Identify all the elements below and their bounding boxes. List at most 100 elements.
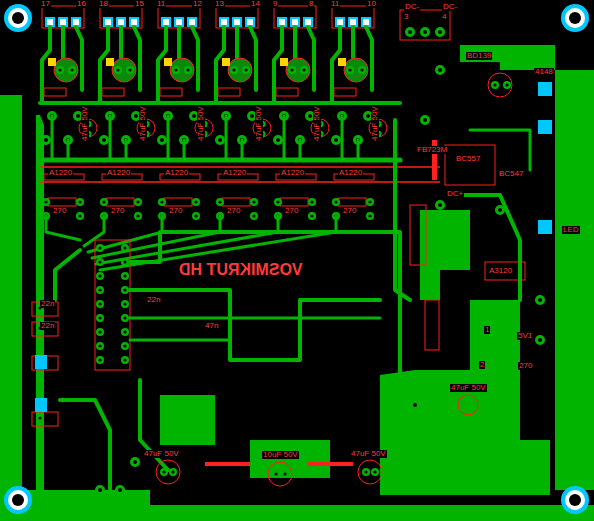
connector-pin — [221, 19, 227, 25]
drill-hole — [438, 30, 442, 34]
drill-hole — [98, 488, 102, 492]
solder-pad — [331, 135, 341, 145]
silk-label: 47uF 50V — [350, 450, 387, 458]
mounting-hole — [12, 12, 24, 24]
component-value: 47uF 50V — [371, 105, 379, 142]
capacitor-outline — [358, 460, 382, 484]
copper-trace — [395, 120, 410, 300]
solder-pad — [76, 212, 84, 220]
copper-trace — [40, 101, 400, 105]
solder-pad — [115, 485, 125, 495]
solder-pad — [121, 300, 129, 308]
connector-pin — [47, 19, 53, 25]
ground-pour — [460, 45, 555, 70]
connector-pin — [305, 19, 311, 25]
solder-pad — [41, 135, 51, 145]
copper-trace — [241, 140, 244, 160]
silk-outline — [32, 356, 58, 370]
polarity-mark — [222, 58, 230, 66]
solder-pad — [435, 65, 445, 75]
polarity-mark — [106, 58, 114, 66]
drill-hole — [250, 114, 254, 118]
connector-pin — [163, 19, 169, 25]
drill-hole — [98, 288, 101, 291]
copper-trace — [366, 27, 372, 90]
drill-hole — [408, 30, 412, 34]
solder-pad — [420, 115, 430, 125]
drill-hole — [123, 302, 126, 305]
drill-hole — [123, 358, 126, 361]
solder-pad — [308, 198, 316, 206]
drill-hole — [98, 302, 101, 305]
drill-hole — [162, 470, 165, 473]
drill-hole — [123, 274, 126, 277]
drill-hole — [70, 68, 73, 71]
drill-hole — [423, 30, 427, 34]
solder-pad — [121, 356, 129, 364]
solder-pad — [96, 286, 104, 294]
connector-pin — [234, 19, 240, 25]
copper-trace — [55, 250, 80, 300]
ground-pour — [160, 395, 215, 445]
silk-label: A1220 — [164, 169, 189, 177]
solder-pad — [76, 198, 84, 206]
silk-label: 270 — [52, 207, 67, 215]
solder-pad — [121, 244, 129, 252]
silk-label: 4148 — [534, 68, 554, 76]
silk-line — [40, 166, 440, 168]
silk-label: 270 — [168, 207, 183, 215]
board-edge — [0, 0, 5, 90]
silk-label: 8 — [308, 0, 314, 8]
solder-pad — [121, 286, 129, 294]
silk-outline — [102, 88, 124, 96]
solder-pad — [410, 400, 420, 410]
ground-pour — [250, 440, 330, 478]
drill-hole — [538, 338, 542, 342]
silk-label: 47uF 50V — [143, 450, 180, 458]
solder-pad — [130, 457, 140, 467]
solder-pad — [503, 81, 511, 89]
drill-hole — [276, 138, 280, 142]
drill-hole — [218, 200, 221, 203]
drill-hole — [102, 138, 106, 142]
solder-pad — [535, 335, 545, 345]
silk-label: BD139 — [466, 52, 492, 60]
silk-label: DC+ — [446, 190, 464, 198]
solder-pad — [42, 198, 50, 206]
copper-trace — [192, 27, 198, 90]
copper-trace — [299, 140, 302, 160]
silk-label: 12 — [192, 0, 203, 8]
solder-pad — [491, 81, 499, 89]
silk-label: 1 — [484, 326, 490, 334]
drill-hole — [194, 214, 197, 217]
silk-label: 22n — [146, 296, 161, 304]
drill-hole — [133, 460, 137, 464]
connector-pin — [538, 120, 552, 134]
drill-hole — [44, 138, 48, 142]
silk-label: A1220 — [222, 169, 247, 177]
silk-label: 4 — [441, 13, 447, 21]
copper-trace — [283, 116, 286, 160]
drill-hole — [116, 68, 119, 71]
copper-trace — [67, 140, 70, 160]
solder-pad — [274, 198, 282, 206]
solder-pad — [192, 212, 200, 220]
connector-pin — [60, 19, 66, 25]
drill-hole — [134, 114, 138, 118]
component-value: 47uF 50V — [313, 105, 321, 142]
drill-hole — [538, 298, 542, 302]
mounting-hole — [561, 486, 589, 514]
connector-pin — [279, 19, 285, 25]
silk-outline — [425, 300, 439, 350]
drill-hole — [160, 200, 163, 203]
solder-pad — [366, 212, 374, 220]
solder-pad — [332, 198, 340, 206]
polarity-mark — [280, 58, 288, 66]
solder-pad — [273, 135, 283, 145]
connector-pin — [35, 355, 47, 369]
silk-label: 2 — [479, 361, 485, 369]
drill-hole — [123, 316, 126, 319]
connector-pin — [189, 19, 195, 25]
